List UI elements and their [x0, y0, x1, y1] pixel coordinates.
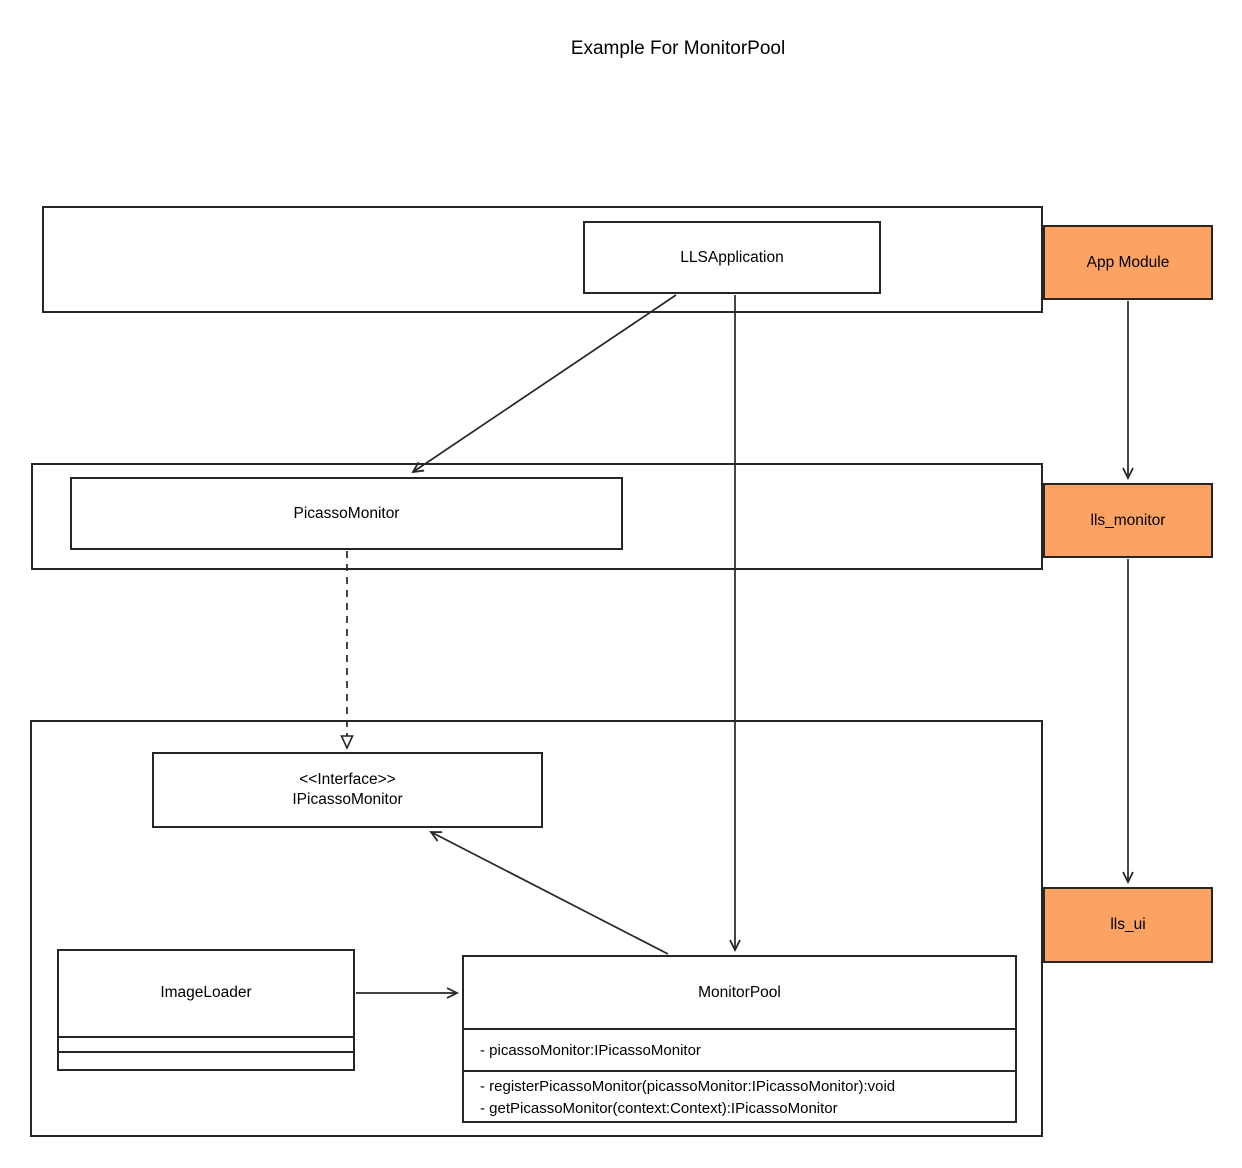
module-lls-monitor-label: lls_monitor	[1090, 511, 1166, 529]
class-picassomonitor: PicassoMonitor	[70, 477, 623, 550]
class-monitorpool-name-compartment: MonitorPool	[464, 957, 1015, 1028]
module-lls-ui: lls_ui	[1043, 887, 1213, 963]
module-lls-monitor: lls_monitor	[1043, 483, 1213, 558]
class-llsapplication: LLSApplication	[583, 221, 881, 294]
diagram-title: Example For MonitorPool	[570, 38, 786, 59]
class-monitorpool-label: MonitorPool	[698, 983, 781, 1001]
class-monitorpool-methods-compartment: - registerPicassoMonitor(picassoMonitor:…	[464, 1070, 1015, 1121]
class-imageloader-methods-compartment	[59, 1051, 353, 1069]
class-monitorpool: MonitorPool - picassoMonitor:IPicassoMon…	[462, 955, 1017, 1123]
class-imageloader: ImageLoader	[57, 949, 355, 1071]
class-llsapplication-label: LLSApplication	[680, 248, 784, 266]
module-app-module: App Module	[1043, 225, 1213, 300]
interface-ipicassomonitor: <<Interface>> IPicassoMonitor	[152, 752, 543, 828]
class-imageloader-attributes-compartment	[59, 1035, 353, 1052]
layer-app-module	[42, 206, 1043, 313]
attribute-picassomonitor: - picassoMonitor:IPicassoMonitor	[480, 1041, 701, 1059]
class-monitorpool-attributes-compartment: - picassoMonitor:IPicassoMonitor	[464, 1028, 1015, 1070]
module-lls-ui-label: lls_ui	[1110, 916, 1146, 933]
method-getpicassomonitor: - getPicassoMonitor(context:Context):IPi…	[480, 1100, 838, 1117]
method-registerpicassomonitor: - registerPicassoMonitor(picassoMonitor:…	[480, 1078, 896, 1095]
class-imageloader-name-compartment: ImageLoader	[59, 951, 353, 1036]
interface-ipicassomonitor-label: IPicassoMonitor	[292, 791, 403, 808]
module-app-module-label: App Module	[1086, 253, 1170, 271]
interface-stereotype: <<Interface>>	[299, 771, 396, 788]
edge-llsapplication-to-picassomonitor	[413, 294, 677, 472]
class-imageloader-label: ImageLoader	[160, 984, 252, 1002]
class-picassomonitor-label: PicassoMonitor	[293, 504, 400, 522]
